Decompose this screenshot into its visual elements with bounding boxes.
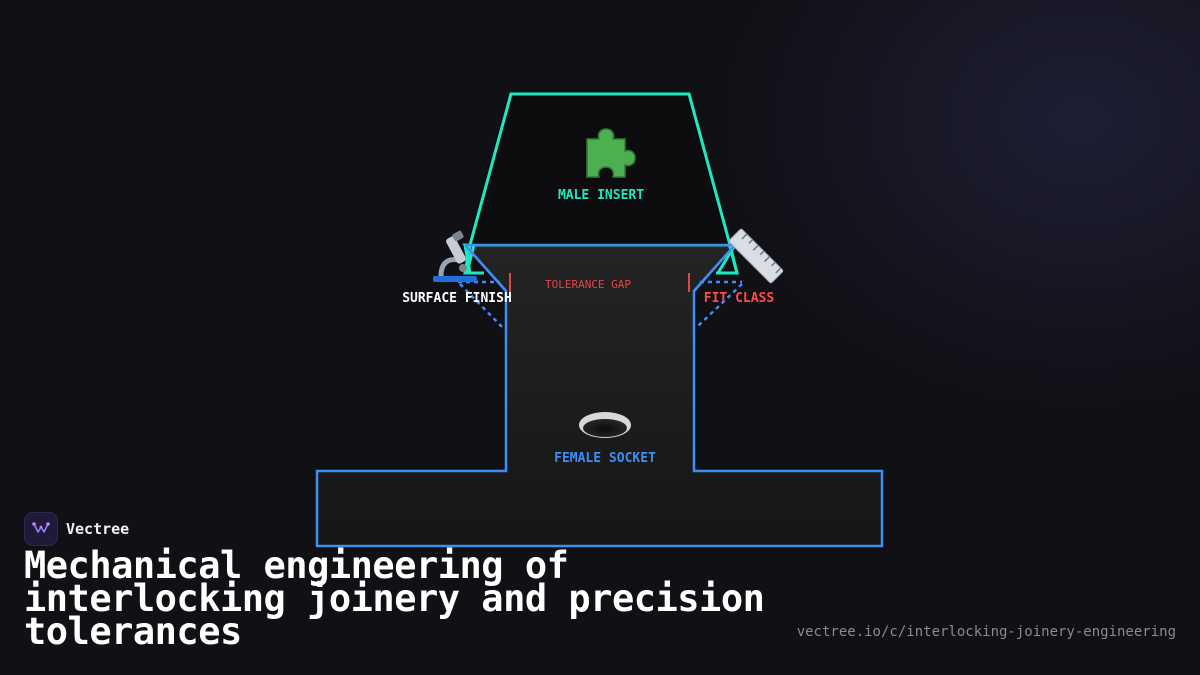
- vectree-logo-icon: [24, 512, 58, 546]
- socket-hole-icon: [579, 412, 631, 438]
- fit-class-label: FIT CLASS: [704, 291, 775, 306]
- male-insert-foot-left: [463, 244, 484, 275]
- socket-chamfer-left: [464, 244, 507, 292]
- page-title: Mechanical engineering of interlocking j…: [24, 544, 765, 653]
- female-socket-label: FEMALE SOCKET: [554, 451, 656, 466]
- male-insert-edge: [468, 92, 732, 246]
- surface-finish-label: SURFACE FINISH: [402, 291, 512, 306]
- male-insert-label: MALE INSERT: [558, 188, 644, 203]
- surface-finish-leader: [458, 280, 506, 331]
- tolerance-gap-label: TOLERANCE GAP: [545, 278, 631, 291]
- socket-chamfer-right: [693, 244, 736, 292]
- brand-name: Vectree: [66, 520, 130, 538]
- puzzle-piece-icon: [586, 128, 636, 178]
- male-insert-foot-right: [716, 244, 739, 275]
- microscope-icon: [433, 230, 477, 282]
- ruler-icon: [728, 228, 784, 284]
- fit-class-leader: [696, 280, 743, 328]
- brand: Vectree: [24, 512, 129, 546]
- source-url: vectree.io/c/interlocking-joinery-engine…: [796, 624, 1176, 640]
